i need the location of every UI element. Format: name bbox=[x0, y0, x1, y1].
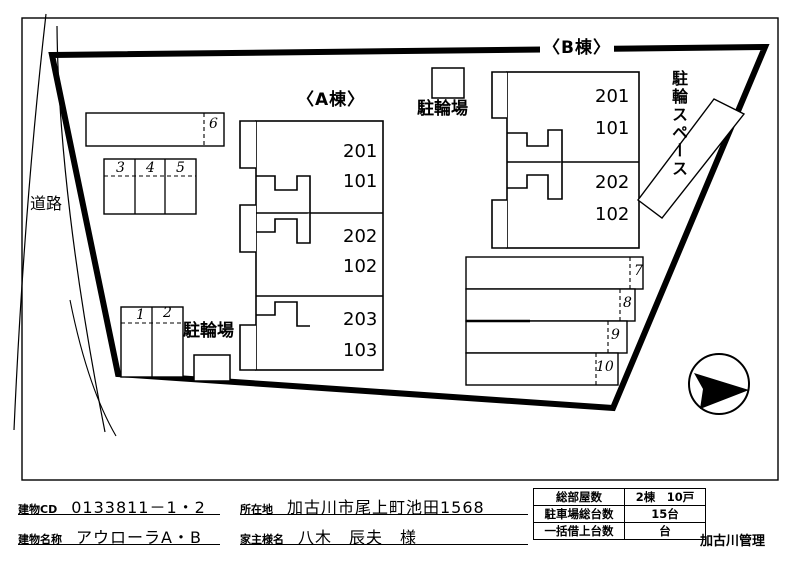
building-a-title: 〈A棟〉 bbox=[297, 90, 366, 110]
compass-north-arrow bbox=[688, 353, 750, 415]
building-a bbox=[239, 120, 384, 371]
site-boundary bbox=[48, 43, 770, 412]
unit-label: 103 bbox=[343, 340, 378, 361]
building-name-value: アウローラA・B bbox=[76, 528, 202, 547]
unit-label: 202 bbox=[343, 226, 378, 247]
parking-group-upper-left-strip bbox=[85, 112, 225, 147]
unit-label: 201 bbox=[343, 141, 378, 162]
stat-key: 一括借上台数 bbox=[533, 522, 625, 540]
building-a-entry-2 bbox=[239, 204, 256, 253]
parking-stall-number: 4 bbox=[146, 160, 155, 176]
field-underline bbox=[18, 544, 220, 545]
table-row: 駐車場総台数 15台 bbox=[533, 505, 706, 523]
building-name-label: 建物名称 bbox=[18, 533, 62, 546]
road-edge-inner-2 bbox=[69, 299, 117, 437]
parking-stall-number: 10 bbox=[596, 359, 614, 375]
field-underline bbox=[240, 514, 528, 515]
bicycle-parking-box-bottom bbox=[193, 354, 231, 382]
unit-label: 202 bbox=[595, 172, 630, 193]
stat-key: 駐車場総台数 bbox=[533, 505, 625, 523]
bicycle-parking-label-top: 駐輪場 bbox=[417, 99, 468, 119]
road-edge-outer bbox=[13, 13, 47, 431]
unit-label: 102 bbox=[343, 256, 378, 277]
building-a-entry-1 bbox=[239, 120, 256, 169]
road-label: 道路 bbox=[30, 194, 63, 213]
building-b-title: 〈B棟〉 bbox=[540, 40, 614, 57]
building-a-stair-3 bbox=[256, 301, 310, 327]
stat-value: 15台 bbox=[624, 505, 706, 523]
summary-stats-table: 総部屋数 2棟 10戸 駐車場総台数 15台 一括借上台数 台 bbox=[533, 488, 706, 540]
unit-label: 201 bbox=[595, 86, 630, 107]
bicycle-space-area bbox=[637, 98, 746, 219]
building-b-stair-1 bbox=[507, 129, 563, 162]
building-b-entry-2 bbox=[491, 199, 507, 249]
building-b-entry-1 bbox=[491, 71, 507, 119]
parking-stall-number: 3 bbox=[116, 160, 125, 176]
building-a-stair-2 bbox=[256, 213, 311, 244]
table-row: 総部屋数 2棟 10戸 bbox=[533, 488, 706, 506]
bicycle-parking-label-bottom: 駐輪場 bbox=[183, 321, 234, 341]
building-cd-value: 0133811－1・2 bbox=[71, 498, 206, 517]
building-a-stair-1 bbox=[256, 175, 311, 213]
building-b-stair-2 bbox=[507, 162, 563, 200]
parking-stall-number: 1 bbox=[136, 307, 145, 323]
parking-stall-number: 5 bbox=[176, 160, 185, 176]
field-underline bbox=[18, 514, 220, 515]
owner-value: 八木 辰夫 様 bbox=[298, 528, 418, 547]
table-row: 一括借上台数 台 bbox=[533, 522, 706, 540]
parking-stall-number: 8 bbox=[623, 295, 632, 311]
parking-group-upper-left bbox=[103, 158, 197, 215]
bicycle-parking-box-top bbox=[431, 67, 465, 99]
unit-label: 101 bbox=[343, 171, 378, 192]
owner-label: 家主様名 bbox=[240, 533, 284, 546]
unit-label: 102 bbox=[595, 204, 630, 225]
manager-label: 加古川管理 bbox=[700, 534, 766, 549]
address-value: 加古川市尾上町池田1568 bbox=[287, 498, 485, 517]
parking-group-right bbox=[465, 256, 644, 386]
bicycle-space-label: 駐輪スペース bbox=[669, 70, 688, 178]
parking-stall-number: 2 bbox=[163, 305, 172, 321]
parking-stall-number: 9 bbox=[611, 327, 620, 343]
field-underline bbox=[240, 544, 528, 545]
parking-group-lower-left bbox=[120, 306, 184, 378]
building-a-entry-3 bbox=[239, 324, 256, 371]
parking-stall-number: 6 bbox=[209, 116, 218, 132]
stat-key: 総部屋数 bbox=[533, 488, 625, 506]
unit-label: 203 bbox=[343, 309, 378, 330]
building-cd-label: 建物CD bbox=[18, 503, 58, 516]
address-label: 所在地 bbox=[240, 503, 273, 516]
parking-stall-number: 7 bbox=[634, 263, 643, 279]
building-b bbox=[491, 71, 640, 249]
stat-value: 2棟 10戸 bbox=[624, 488, 706, 506]
property-info-form: 建物CD 0133811－1・2 所在地 加古川市尾上町池田1568 建物名称 … bbox=[0, 480, 800, 566]
page-frame bbox=[21, 17, 779, 481]
unit-label: 101 bbox=[595, 118, 630, 139]
stat-value: 台 bbox=[624, 522, 706, 540]
